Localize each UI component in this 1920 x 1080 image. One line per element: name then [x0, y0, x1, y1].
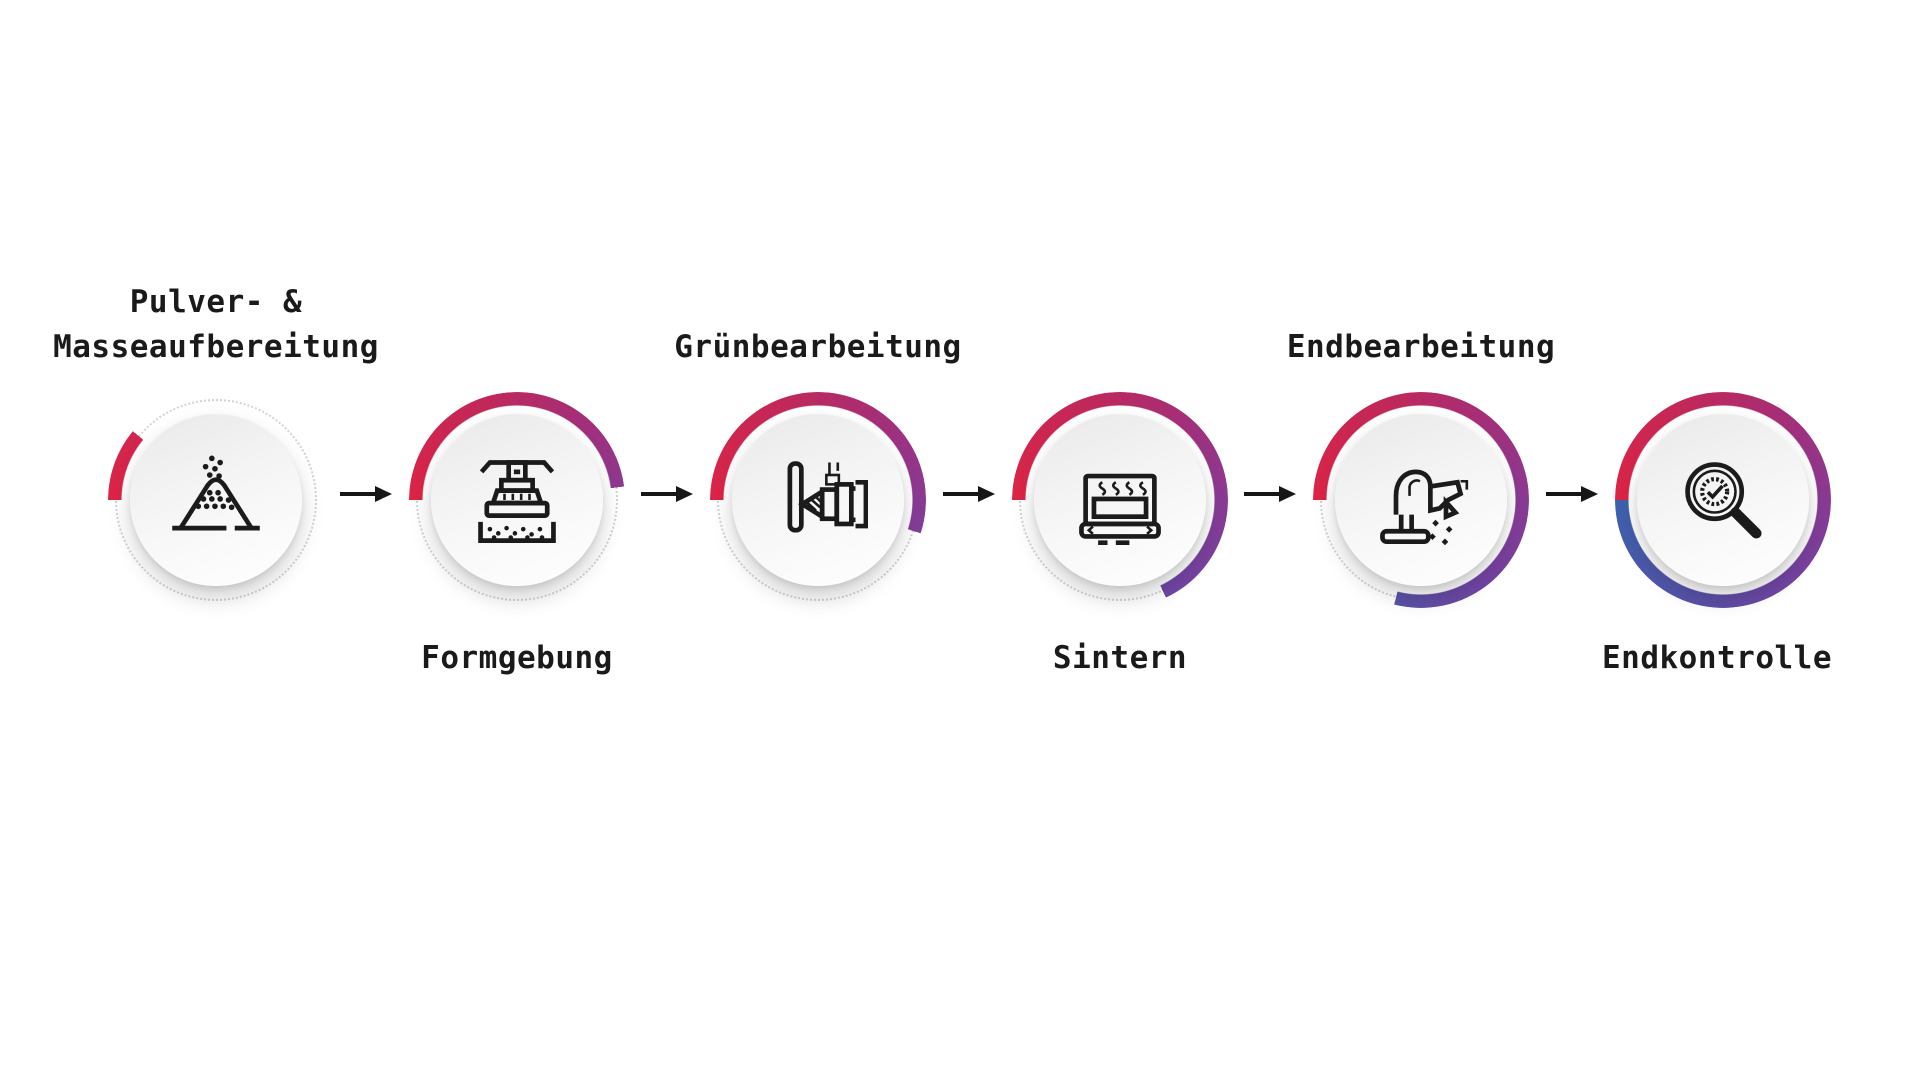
step-label-gruenbearbeitung: Grünbearbeitung [674, 325, 961, 370]
arrow-icon [641, 485, 693, 503]
arrow-icon [1244, 485, 1296, 503]
step-label-sintern: Sintern [1053, 636, 1187, 681]
press-icon [478, 460, 556, 543]
step-disc [431, 414, 603, 586]
step-disc [130, 414, 302, 586]
step-disc [1335, 414, 1507, 586]
label-line: Endkontrolle [1602, 640, 1832, 676]
step-label-endbearbeitung: Endbearbeitung [1287, 325, 1555, 370]
step-circle-pulver-masseaufbereitung [108, 392, 324, 608]
step-disc [732, 414, 904, 586]
arrow-icon [340, 485, 392, 503]
step-disc [1034, 414, 1206, 586]
label-line: Masseaufbereitung [53, 329, 379, 365]
step-label-endkontrolle: Endkontrolle [1602, 636, 1832, 681]
step-disc [1637, 414, 1809, 586]
powder-pile-icon [172, 455, 260, 531]
magnifier-check-icon [1685, 462, 1762, 539]
step-circle-endkontrolle [1615, 392, 1831, 608]
grinding-machine-icon [1380, 469, 1469, 546]
step-circle-endbearbeitung [1313, 392, 1529, 608]
arrow-icon [1546, 485, 1598, 503]
label-line: Sintern [1052, 640, 1188, 676]
step-label-pulver-masseaufbereitung: Pulver- & Masseaufbereitung [53, 280, 379, 370]
step-circle-sintern [1012, 392, 1228, 608]
sintering-furnace-icon [1079, 473, 1161, 546]
step-circle-gruenbearbeitung [710, 392, 926, 608]
label-line: Endbearbeitung [1286, 329, 1556, 365]
label-line: Formgebung [421, 640, 613, 676]
step-circle-formgebung [409, 392, 625, 608]
step-label-formgebung: Formgebung [421, 636, 613, 681]
green-machining-drill-icon [787, 461, 868, 533]
label-line: Grünbearbeitung [674, 329, 962, 365]
arrow-icon [943, 485, 995, 503]
label-line: Pulver- & [129, 284, 303, 320]
